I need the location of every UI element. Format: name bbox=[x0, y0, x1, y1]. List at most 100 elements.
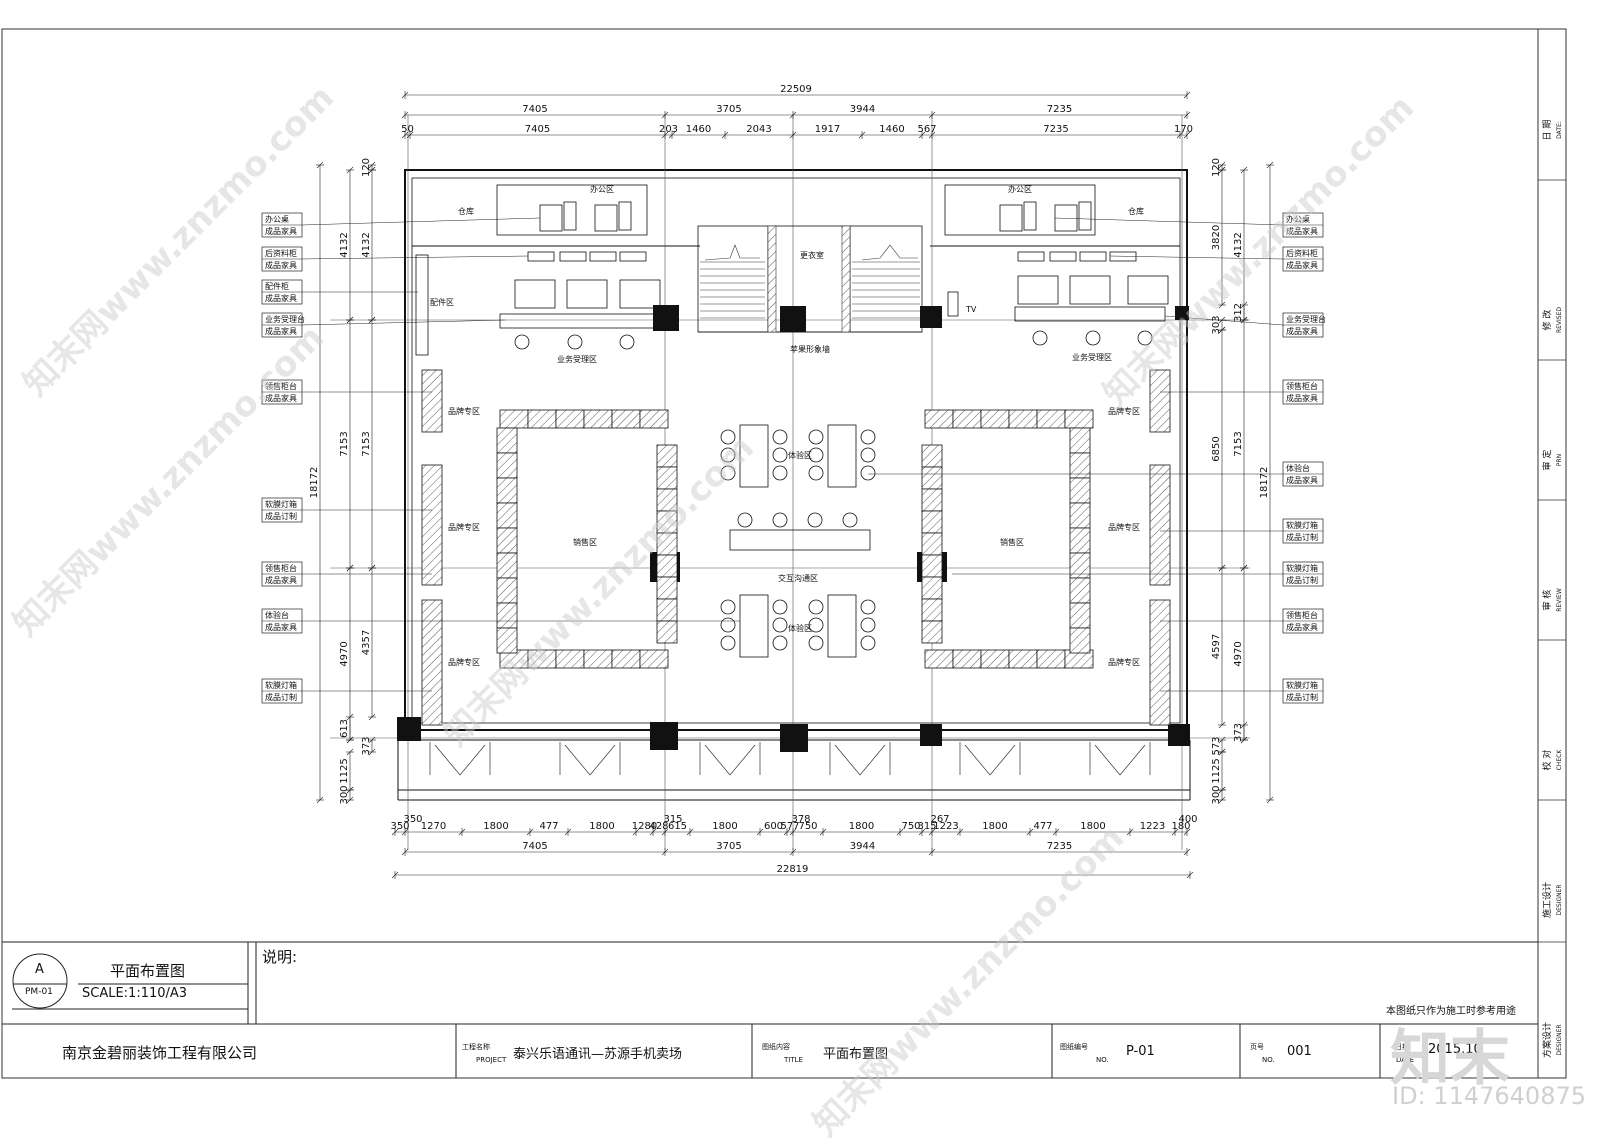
stool bbox=[860, 599, 876, 615]
sales-counter-bottom-segment bbox=[1008, 649, 1038, 669]
side-label-en: REVISED bbox=[1556, 307, 1563, 333]
stool bbox=[808, 635, 824, 651]
sales-counter-bottom-segment bbox=[1036, 649, 1066, 669]
back-cabinet bbox=[1079, 251, 1107, 262]
sales-counter-bottom-segment bbox=[555, 649, 585, 669]
leader-line bbox=[301, 255, 529, 260]
sales-counters bbox=[496, 409, 1094, 669]
dim-top-row2-slash bbox=[918, 131, 926, 139]
label-image-wall: 苹果形象墙 bbox=[790, 344, 830, 354]
stool bbox=[772, 465, 788, 481]
notes-label: 说明: bbox=[262, 948, 298, 966]
door-swing bbox=[704, 744, 756, 776]
side-label-en: DATE: bbox=[1556, 121, 1563, 139]
side-label-en: CHECK bbox=[1556, 749, 1563, 771]
column bbox=[920, 724, 942, 746]
sales-counter-left-segment bbox=[496, 577, 518, 604]
dim-left-d-value: 7153 bbox=[339, 431, 350, 456]
office-desk bbox=[594, 204, 618, 232]
no-label-cn: 图纸编号 bbox=[1060, 1043, 1088, 1051]
stool bbox=[720, 617, 736, 633]
dim-bottom-row1-slash bbox=[1171, 828, 1179, 836]
leader-line bbox=[1109, 255, 1284, 260]
chair bbox=[1032, 330, 1048, 346]
dim-right-i-slash bbox=[1218, 564, 1226, 572]
chair bbox=[1137, 330, 1153, 346]
sales-counter-bottom-segment bbox=[980, 649, 1010, 669]
label-service-right: 业务受理区 bbox=[1072, 352, 1112, 362]
dim-left-c-value: 4132 bbox=[339, 232, 350, 257]
sales-counter-left-segment bbox=[921, 532, 943, 556]
dim-top-row2-value: 170 bbox=[1174, 124, 1193, 135]
dim-left-l-value: 300 bbox=[339, 785, 350, 804]
project-label-cn: 工程名称 bbox=[462, 1043, 490, 1051]
drawing-title: 平面布置图 bbox=[110, 962, 186, 980]
dim-left-e-value: 7153 bbox=[361, 431, 372, 456]
dim-bottom-total-slash bbox=[1186, 871, 1194, 879]
sales-counter-left-segment bbox=[921, 576, 943, 600]
dim-right-c-slash bbox=[1240, 166, 1248, 174]
office-desk-return bbox=[1023, 201, 1037, 231]
leader-label-name: 领售柜台 bbox=[1286, 381, 1318, 391]
dim-right-k-slash bbox=[1240, 721, 1248, 729]
leader-label-name: 后资料柜 bbox=[265, 248, 297, 258]
dim-bottom-row1-value: 428 bbox=[649, 821, 668, 832]
dim-bottom-row1-value: 1800 bbox=[982, 821, 1007, 832]
leader-line bbox=[301, 319, 506, 326]
dim-bottom-row1-value: 1800 bbox=[849, 821, 874, 832]
sales-counter-left-segment bbox=[496, 527, 518, 554]
dim-top-row1-slash bbox=[1183, 111, 1191, 119]
label-brand-2: 品牌专区 bbox=[448, 522, 480, 532]
leader-label-name: 后资料柜 bbox=[1286, 248, 1318, 258]
leader-label-type: 成品家具 bbox=[1286, 226, 1318, 236]
dim-left-l-slash bbox=[346, 796, 354, 804]
dim-left-j-slash bbox=[368, 748, 376, 756]
back-cabinet bbox=[619, 251, 647, 262]
side-label: 方案设计 bbox=[1541, 1022, 1553, 1058]
column bbox=[780, 306, 806, 332]
leader-label-type: 成品家具 bbox=[265, 575, 297, 585]
label-experience-top: 体验区 bbox=[788, 450, 812, 460]
stool bbox=[860, 429, 876, 445]
leader-label-type: 成品订制 bbox=[1286, 532, 1318, 542]
dim-left-h-slash bbox=[368, 713, 376, 721]
dim-top-row2-value: 1460 bbox=[686, 124, 711, 135]
dim-top-row2-slash bbox=[789, 131, 797, 139]
sales-counter-bottom-segment bbox=[527, 649, 557, 669]
sales-counter-left-segment bbox=[921, 554, 943, 578]
dim-bottom-row1-slash bbox=[649, 828, 657, 836]
label-brand-6: 品牌专区 bbox=[1108, 657, 1140, 667]
dim-right-f-slash bbox=[1218, 326, 1226, 334]
dim-bottom-row1-slash bbox=[819, 828, 827, 836]
leader-label-name: 办公桌 bbox=[265, 214, 289, 224]
dim-top-row2-value: 2043 bbox=[746, 124, 771, 135]
dim-bottom-row1-value: 615 bbox=[668, 821, 687, 832]
service-desk bbox=[1069, 275, 1111, 305]
stool bbox=[808, 599, 824, 615]
experience-table bbox=[739, 594, 769, 658]
sales-counter-bottom-segment bbox=[952, 649, 982, 669]
drawing-number: P-01 bbox=[1126, 1044, 1155, 1059]
experience-tables bbox=[720, 424, 876, 658]
title-block bbox=[2, 941, 1538, 1078]
label-brand-4: 品牌专区 bbox=[1108, 406, 1140, 416]
dim-bottom-row2-slash bbox=[401, 848, 409, 856]
sales-counter-right-segment bbox=[656, 576, 678, 600]
dim-bottom-total-slash bbox=[391, 871, 399, 879]
dim-bottom-row1-value: 750 bbox=[901, 821, 920, 832]
side-label-en: PRN bbox=[1556, 454, 1563, 466]
leader-label-name: 体验台 bbox=[265, 610, 289, 620]
date-label-en: DATE bbox=[1396, 1056, 1415, 1064]
dim-bottom-row1-slash bbox=[956, 828, 964, 836]
dim-top-row2-slash bbox=[401, 131, 409, 139]
parts-shelf bbox=[415, 254, 429, 356]
service-counter bbox=[1014, 306, 1166, 322]
dim-bottom-row1-value: 315 bbox=[917, 821, 936, 832]
label-service-left: 业务受理区 bbox=[557, 354, 597, 364]
sales-counter-left-segment bbox=[921, 466, 943, 490]
stool bbox=[860, 465, 876, 481]
dim-left-a-value: 120 bbox=[361, 158, 372, 177]
door-swing bbox=[964, 744, 1016, 776]
dim-bottom-row1-slash bbox=[789, 828, 797, 836]
